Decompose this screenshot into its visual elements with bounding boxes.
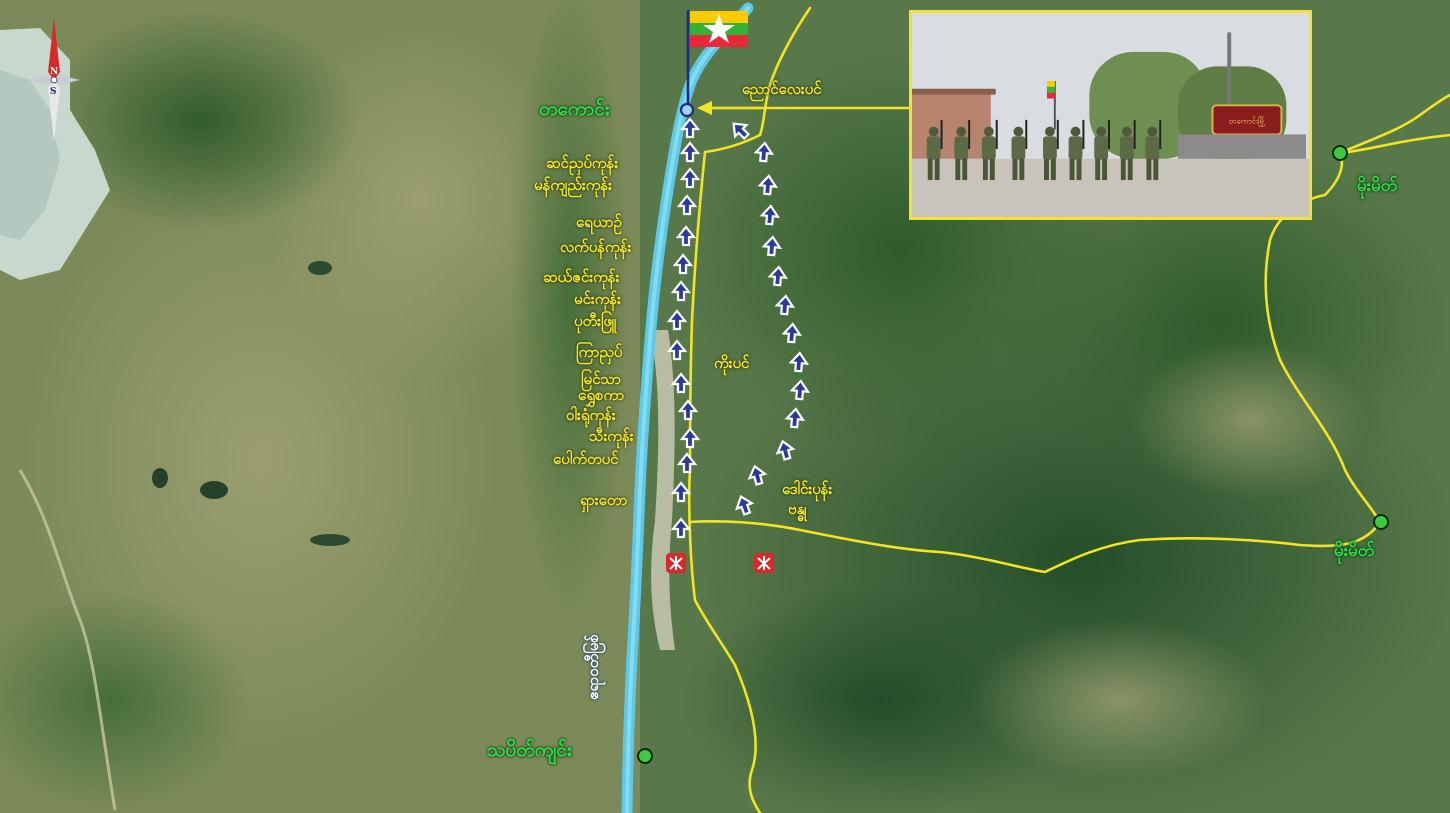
- village-label: ကြာညှပ်: [576, 343, 623, 361]
- town-label-momeik: မိုးမိတ်: [1357, 176, 1398, 196]
- inset-photo: တကောင်းမြို့: [909, 10, 1312, 220]
- advance-arrow-icon: [670, 372, 692, 394]
- village-label-zachi: ဗန္ဓု: [788, 500, 807, 518]
- compass-south-label: S: [50, 87, 57, 97]
- village-label: ဝါးရုံကုန်း: [566, 406, 616, 424]
- advance-arrow-icon: [774, 294, 796, 316]
- road-east-spur: [1338, 133, 1450, 155]
- soldier-figure: [1043, 119, 1059, 181]
- compass-north-label: N: [50, 67, 58, 77]
- pond: [308, 261, 332, 275]
- advance-arrow-icon: [670, 280, 692, 302]
- advance-arrow-icon: [757, 174, 779, 196]
- village-label: မန်ကျည်းကုန်း: [534, 176, 612, 194]
- road-east-west: [688, 519, 1382, 574]
- advance-arrow-icon: [747, 464, 768, 486]
- village-label: ပုတီးဖြူ: [574, 312, 617, 330]
- compass-rose-icon: N S: [28, 18, 80, 142]
- advance-arrow-icon: [781, 322, 803, 344]
- advance-arrow-icon: [679, 141, 701, 163]
- village-label: ပေါက်တပင်: [553, 450, 619, 468]
- advance-arrow-icon: [670, 481, 692, 503]
- takaung-target-marker: [679, 102, 695, 118]
- soldier-figure: [926, 119, 943, 181]
- myanmar-flag-icon: [690, 11, 748, 47]
- advance-arrow-icon: [676, 194, 698, 216]
- village-label: ရွှေစကာ: [578, 386, 625, 404]
- advance-arrow-icon: [784, 407, 806, 429]
- village-label-dawpon: ဒေါင်းပုန်း: [782, 480, 833, 498]
- village-label-sinlonghpat: ညောင်လေးပင်: [742, 80, 822, 98]
- advance-arrow-icon: [670, 517, 692, 539]
- soldier-figure: [1011, 119, 1028, 181]
- soldier-figure: [1068, 119, 1085, 181]
- dry-patch: [1130, 340, 1370, 500]
- west-stream: [18, 469, 117, 811]
- lake-shore: [0, 70, 60, 240]
- advance-arrow-icon: [677, 399, 699, 421]
- road-momeik-north: [1264, 93, 1450, 524]
- village-label: မင်းကုန်း: [574, 290, 621, 308]
- town-label-thabeikkyin: သပိတ်ကျင်း: [487, 739, 572, 761]
- advance-arrows-river: [666, 117, 701, 539]
- village-label: မြင်သာ: [581, 370, 622, 388]
- soldier-figure: [954, 119, 971, 181]
- advance-arrow-icon: [679, 167, 701, 189]
- advance-arrow-icon: [775, 439, 796, 461]
- advance-arrow-icon: [788, 351, 810, 373]
- ridge-west: [0, 590, 250, 810]
- advance-arrow-icon: [675, 225, 697, 247]
- town-dot-icon: [1332, 145, 1348, 161]
- advance-arrow-icon: [679, 427, 701, 449]
- soldier-figure: [1145, 119, 1162, 181]
- pond: [310, 534, 350, 546]
- village-label: ဆယ်ဇင်းကုန်း: [543, 268, 620, 286]
- advance-arrow-icon: [676, 452, 698, 474]
- advance-arrow-icon: [666, 309, 688, 331]
- ridge-west: [510, 0, 630, 620]
- inset-soldiers: [926, 119, 1162, 181]
- town-dot-icon: [637, 748, 653, 764]
- advance-arrow-icon: [679, 117, 701, 139]
- soldier-figure: [1094, 119, 1111, 181]
- town-dot-icon: [1373, 514, 1389, 530]
- village-label: ဆင်ညှပ်ကုန်း: [546, 154, 619, 172]
- advance-arrow-icon: [672, 253, 694, 275]
- village-label: ရှားတော: [580, 491, 628, 509]
- advance-arrow-icon: [759, 204, 781, 226]
- village-label: လက်ပန်ကုန်း: [560, 238, 632, 256]
- advance-arrow-icon: [732, 122, 751, 141]
- village-label: သီးကုန်း: [589, 427, 634, 445]
- advance-arrows-east: [732, 122, 811, 516]
- enemy-camp-icon: [754, 553, 774, 573]
- dry-patch: [970, 620, 1270, 780]
- river-label-irrawaddy: ဧရာဝတီမြစ်: [584, 634, 602, 700]
- soldier-figure: [981, 119, 998, 181]
- town-label-takaung: တကောင်း: [539, 98, 610, 120]
- inset-trees: [1089, 51, 1208, 159]
- advance-arrow-icon: [789, 379, 811, 401]
- mountain-shade: [680, 580, 1080, 813]
- pond: [152, 468, 168, 488]
- advance-arrow-icon: [666, 339, 688, 361]
- village-label: ရေယာဉ်: [576, 213, 622, 231]
- advance-arrow-icon: [753, 141, 775, 163]
- enemy-camp-icon: [666, 553, 686, 573]
- town-label-mongmit: မိုးမိတ်: [1334, 541, 1375, 561]
- village-label-koepin: ကိုးပင်: [714, 354, 750, 372]
- inset-building: [912, 90, 991, 159]
- advance-arrow-icon: [767, 265, 789, 287]
- ridge-west: [40, 10, 360, 230]
- inset-pointer-arrowhead: [697, 101, 712, 115]
- soldier-figure: [1119, 119, 1136, 181]
- advance-arrow-icon: [761, 235, 783, 257]
- inset-sign-text: တကောင်းမြို့: [1229, 115, 1266, 128]
- advance-arrow-icon: [735, 494, 755, 516]
- pond: [200, 481, 228, 499]
